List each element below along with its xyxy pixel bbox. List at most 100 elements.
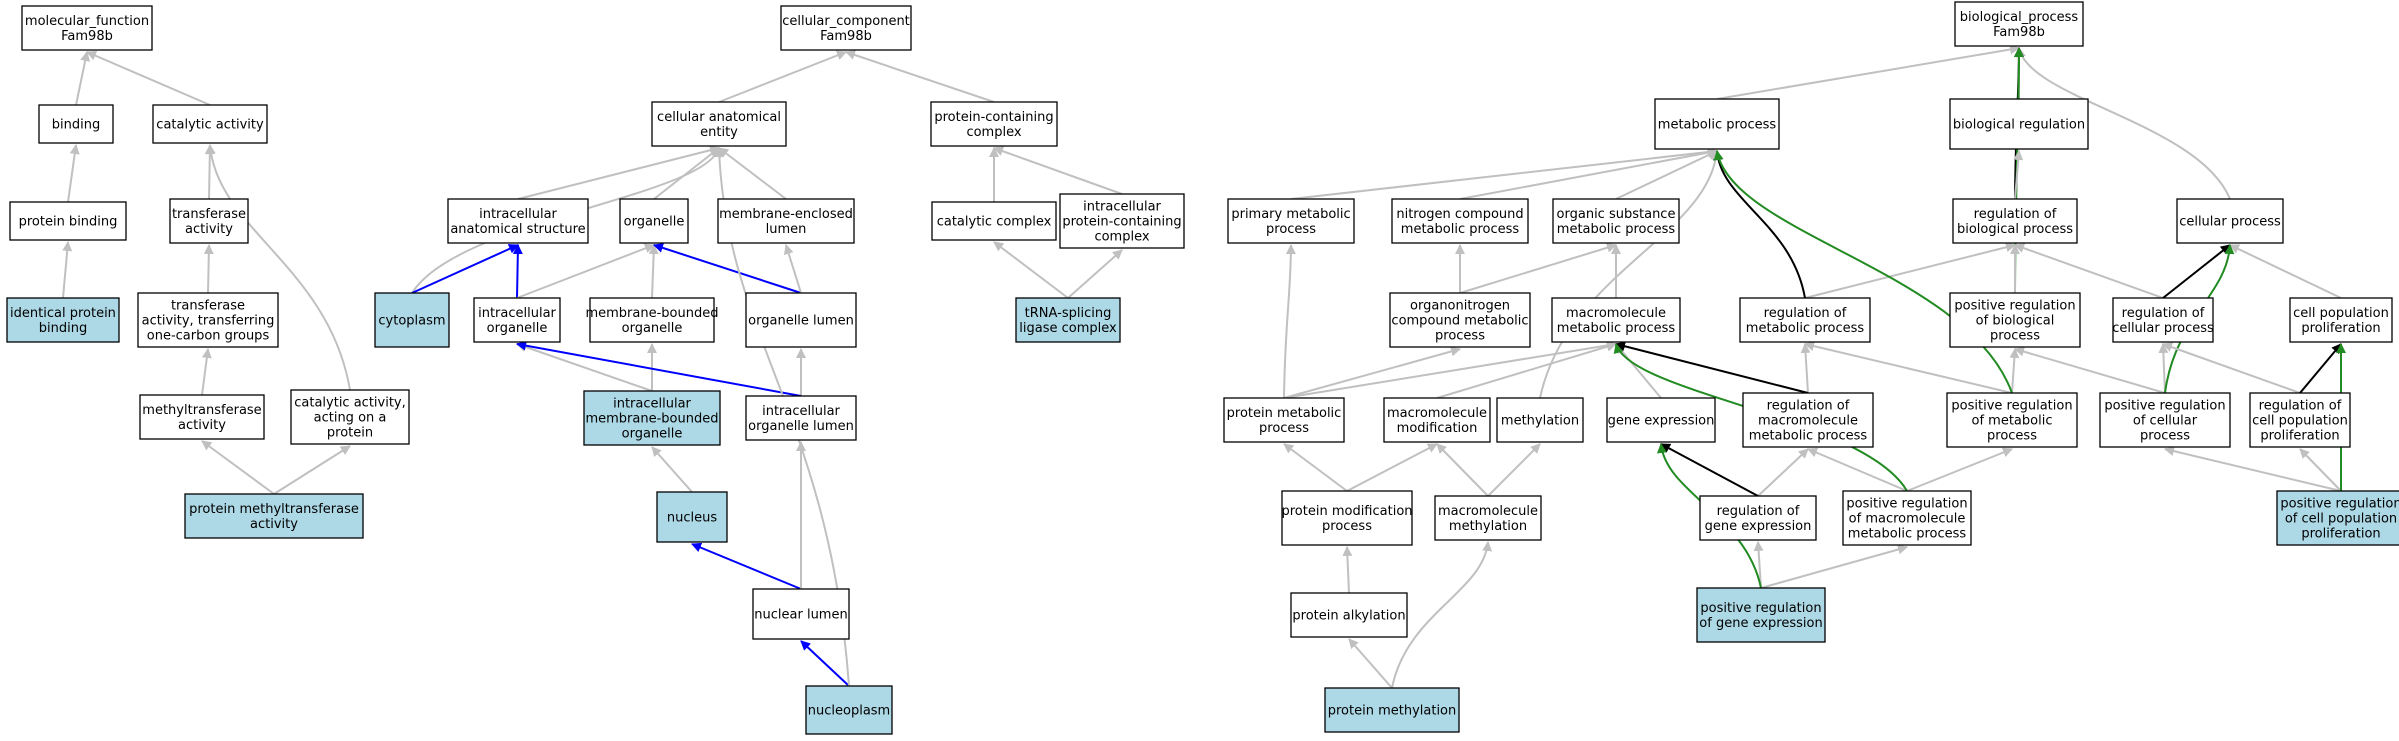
term-label-line: proliferation xyxy=(2301,527,2380,542)
term-label-line: macromolecule xyxy=(1438,504,1538,519)
term-node-biological-regulation[interactable]: biological regulation xyxy=(1949,98,2089,150)
term-box xyxy=(1606,397,1716,443)
term-box xyxy=(2099,392,2231,448)
edge-is-a-catalytic-on-protein-to-catalytic-activity xyxy=(205,144,351,391)
term-label-line: organelle xyxy=(622,321,683,336)
term-label-line: complex xyxy=(1094,230,1149,245)
edge-is-a-pos-reg-gene-expression-to-regulation-of-gene-expression xyxy=(1753,541,1764,589)
term-label-line: biological_process xyxy=(1960,10,2079,25)
term-label-line: protein alkylation xyxy=(1292,609,1405,624)
term-box xyxy=(374,292,450,348)
term-box xyxy=(9,201,127,241)
term-node-cytoplasm[interactable]: cytoplasm xyxy=(374,292,450,348)
term-box xyxy=(1551,297,1681,343)
term-node-protein-binding[interactable]: protein binding xyxy=(9,201,127,241)
term-box xyxy=(1281,490,1413,546)
term-box xyxy=(1383,397,1491,443)
term-node-methylation[interactable]: methylation xyxy=(1496,397,1584,443)
term-box xyxy=(1654,98,1780,150)
term-label-line: process xyxy=(1435,329,1485,344)
edge-is-a-protein-metabolic-process-to-primary-metabolic-process xyxy=(1283,244,1296,399)
term-label-line: metabolic process xyxy=(1848,527,1967,542)
edge-is-a-protein-methylation-to-macromolecule-methylation xyxy=(1391,541,1493,689)
term-label-line: positive regulation xyxy=(1954,299,2075,314)
term-label-line: positive regulation xyxy=(2280,497,2399,512)
term-node-nucleus[interactable]: nucleus xyxy=(656,491,728,543)
term-node-gene-expression[interactable]: gene expression xyxy=(1606,397,1716,443)
term-label-line: catalytic complex xyxy=(937,215,1052,230)
term-node-metabolic-process[interactable]: metabolic process xyxy=(1654,98,1780,150)
term-label-line: protein xyxy=(327,426,373,441)
term-node-nucleoplasm[interactable]: nucleoplasm xyxy=(805,685,893,735)
term-box xyxy=(780,5,912,51)
term-box xyxy=(589,297,715,343)
term-box xyxy=(745,292,857,348)
term-box xyxy=(473,297,561,343)
term-label-line: intracellular xyxy=(478,306,556,321)
term-label-line: binding xyxy=(52,118,100,133)
term-node-catalytic-complex[interactable]: catalytic complex xyxy=(931,201,1057,241)
term-label-line: cell population xyxy=(2293,306,2389,321)
term-label-line: process xyxy=(1259,421,1309,436)
term-label-line: organelle lumen xyxy=(748,314,854,329)
term-node-protein-alkylation[interactable]: protein alkylation xyxy=(1290,592,1408,638)
edge-is-a-transferase-one-carbon-to-transferase-activity xyxy=(203,244,214,294)
term-box xyxy=(1696,587,1826,643)
term-label-line: of macromolecule xyxy=(1849,512,1966,527)
term-label-line: intracellular xyxy=(1083,200,1161,215)
term-node-nuclear-lumen[interactable]: nuclear lumen xyxy=(752,588,850,640)
term-node-organelle[interactable]: organelle xyxy=(619,198,689,244)
edge-is-a-protein-binding-to-binding xyxy=(67,144,80,203)
term-node-protein-methylation[interactable]: protein methylation xyxy=(1324,687,1460,733)
term-node-binding[interactable]: binding xyxy=(38,104,114,144)
term-label-line: metabolic process xyxy=(1401,222,1520,237)
term-box xyxy=(1496,397,1584,443)
term-node-catalytic-activity[interactable]: catalytic activity xyxy=(152,104,268,144)
term-label-line: organelle xyxy=(624,215,685,230)
term-node-organelle-lumen[interactable]: organelle lumen xyxy=(745,292,857,348)
term-node-cellular-process[interactable]: cellular process xyxy=(2176,198,2284,244)
term-label-line: of gene expression xyxy=(1699,616,1822,631)
